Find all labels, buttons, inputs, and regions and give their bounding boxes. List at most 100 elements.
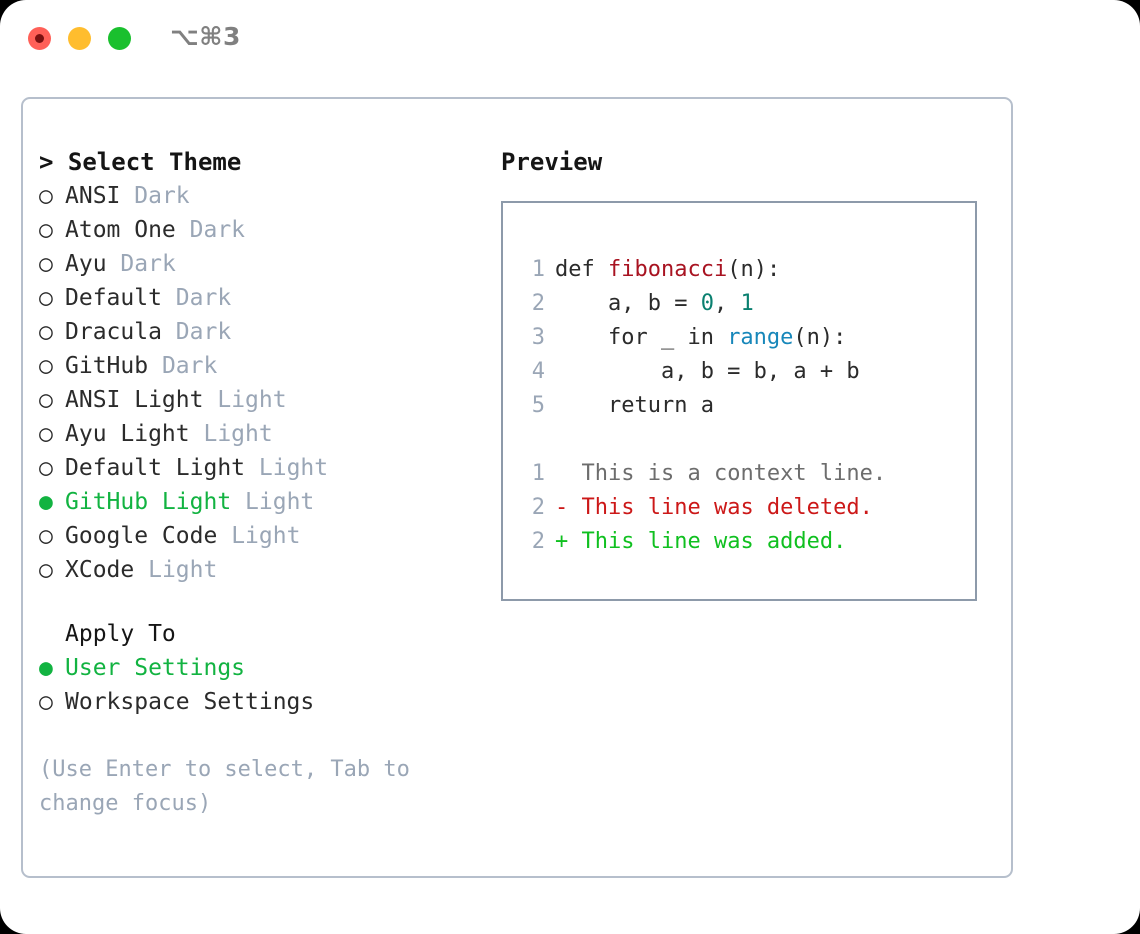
theme-list-item[interactable]: ○ Default Light Light (39, 451, 479, 485)
theme-list-item[interactable]: ●GitHub Light Light (39, 485, 479, 519)
code-token: for _ in (555, 325, 728, 350)
diff-marker: + (555, 529, 582, 554)
theme-name: Default (65, 285, 162, 311)
code-token: , (713, 291, 741, 316)
unselected-bullet-icon: ○ (39, 557, 53, 583)
theme-name: Ayu (65, 251, 107, 277)
theme-list-item[interactable]: ○ Ayu Light Light (39, 417, 479, 451)
code-line: 2 a, b = 0, 1 (521, 287, 886, 321)
theme-name: Default Light (65, 455, 246, 481)
theme-name: GitHub (65, 353, 149, 379)
keyboard-shortcut-label: ⌥⌘3 (170, 22, 241, 51)
theme-mode-tag: Light (148, 557, 218, 583)
diff-line: 2- This line was deleted. (521, 491, 886, 525)
diff-text: This line was added. (581, 529, 847, 554)
apply-to-option[interactable]: ○ Workspace Settings (39, 685, 479, 719)
minimize-window-button[interactable] (68, 27, 91, 50)
preview-title: Preview (501, 148, 603, 176)
unselected-bullet-icon: ○ (39, 455, 53, 481)
apply-to-option-label: User Settings (65, 655, 246, 681)
unselected-bullet-icon: ○ (39, 251, 53, 277)
theme-list-item[interactable]: ○ Google Code Light (39, 519, 479, 553)
diff-text: This line was deleted. (581, 495, 873, 520)
unselected-bullet-icon: ○ (39, 319, 53, 345)
theme-list: ○ ANSI Dark ○ Atom One Dark ○ Ayu Dark ○ Defaul… (39, 179, 479, 587)
unselected-bullet-icon: ○ (39, 183, 53, 209)
apply-to-option-label: Workspace Settings (65, 689, 315, 715)
code-line: 4 a, b = b, a + b (521, 355, 886, 389)
diff-line: 2 + This line was added. (521, 525, 886, 559)
unselected-bullet-icon: ○ (39, 523, 53, 549)
theme-list-item[interactable]: ○ Default Dark (39, 281, 479, 315)
code-token: range (727, 325, 794, 350)
line-number: 1 (531, 257, 545, 282)
theme-list-item[interactable]: ○ Atom One Dark (39, 213, 479, 247)
code-token: (n): (793, 325, 847, 350)
apply-to-options: ● User Settings ○ Workspace Settings (39, 651, 479, 719)
code-spacer (521, 423, 886, 457)
theme-mode-tag: Dark (161, 353, 218, 379)
unselected-bullet-icon: ○ (39, 387, 53, 413)
line-number: 1 (531, 461, 545, 486)
theme-mode-tag: Light (231, 523, 301, 549)
line-number: 2 (531, 529, 545, 554)
window-titlebar: ⌥⌘3 (0, 0, 1140, 78)
theme-list-item[interactable]: ○ XCode Light (39, 553, 479, 587)
theme-name: Ayu Light (65, 421, 190, 447)
close-window-button[interactable] (28, 27, 51, 50)
theme-mode-tag: Dark (120, 251, 176, 277)
unselected-bullet-icon: ○ (39, 421, 53, 447)
diff-marker (555, 461, 582, 486)
unselected-bullet-icon: ○ (39, 689, 53, 715)
theme-name: ANSI Light (65, 387, 204, 413)
selected-bullet-icon: ● (39, 655, 53, 681)
theme-mode-tag: Light (203, 421, 273, 447)
keyboard-hint-text: (Use Enter to select, Tab to change focu… (39, 757, 410, 816)
maximize-window-button[interactable] (108, 27, 131, 50)
theme-picker-card: > Select Theme ○ANSI Dark○Atom One Dark○… (21, 97, 1013, 878)
code-token: 1 (740, 291, 754, 316)
code-line: 5 return a (521, 389, 886, 423)
theme-mode-tag: Dark (189, 217, 246, 243)
theme-list-item[interactable]: ○Dracula Dark (39, 315, 479, 349)
theme-list-item[interactable]: ○ ANSI Dark (39, 179, 479, 213)
diff-line: 1 This is a context line. (521, 457, 886, 491)
theme-list-item[interactable]: ○ Ayu Dark (39, 247, 479, 281)
code-token: a, b = (555, 291, 701, 316)
theme-mode-tag: Dark (134, 183, 190, 209)
code-token: fibonacci (607, 257, 728, 282)
theme-list-item[interactable]: ○ GitHub Dark (39, 349, 479, 383)
theme-name: ANSI (65, 183, 121, 209)
apply-to-option[interactable]: ● User Settings (39, 651, 479, 685)
theme-mode-tag: Light (217, 387, 287, 413)
line-number: 5 (531, 393, 545, 418)
theme-name: Dracula (65, 319, 162, 345)
unselected-bullet-icon: ○ (39, 217, 53, 243)
diff-text: This is a context line. (581, 461, 887, 486)
theme-name: Atom One (65, 217, 176, 243)
code-token: def (555, 257, 608, 282)
apply-to-section: Apply To ● User Settings ○ Workspace Settin… (39, 617, 479, 719)
code-token: a, b = b, a + b (555, 359, 860, 384)
theme-list-item[interactable]: ○ ANSI Light Light (39, 383, 479, 417)
code-line: 3 for _ in range(n): (521, 321, 886, 355)
code-token: 0 (700, 291, 714, 316)
line-number: 2 (531, 495, 545, 520)
theme-name: XCode (65, 557, 135, 583)
unselected-bullet-icon: ○ (39, 353, 53, 379)
theme-name: GitHub Light (65, 489, 232, 515)
line-number: 3 (531, 325, 545, 350)
theme-name: Google Code (65, 523, 218, 549)
selected-bullet-icon: ● (39, 489, 53, 515)
line-number: 2 (531, 291, 545, 316)
theme-mode-tag: Dark (175, 285, 232, 311)
theme-mode-tag: Light (258, 455, 329, 481)
unselected-bullet-icon: ○ (39, 285, 53, 311)
apply-to-title: Apply To (65, 621, 176, 647)
code-token: (n): (727, 257, 781, 282)
code-token: return a (555, 393, 714, 418)
